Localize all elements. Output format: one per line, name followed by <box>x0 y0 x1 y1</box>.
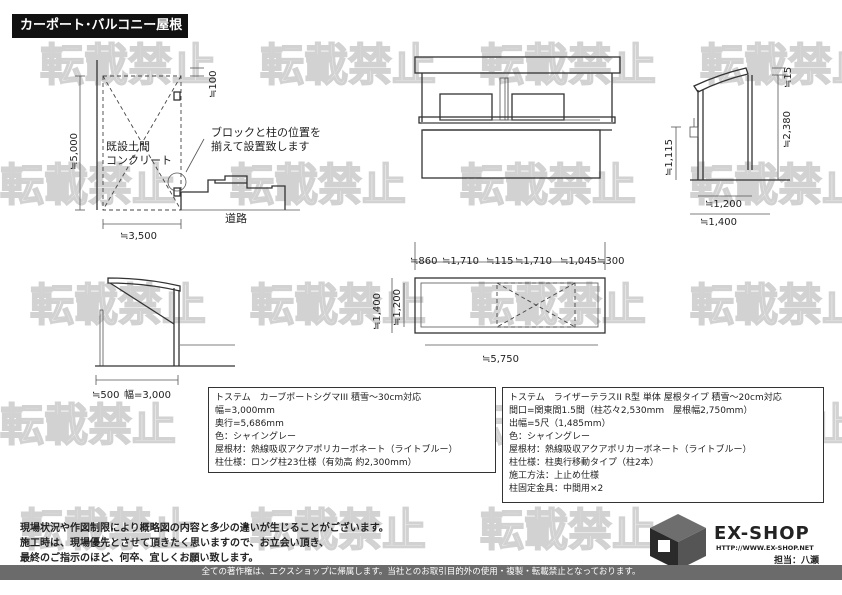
dim-top-5: ≒1,045 <box>560 256 597 267</box>
dim-1400-left: ≒1,400 <box>372 293 383 330</box>
width-3000: 幅=3,000 <box>124 388 171 401</box>
note-line-1: ブロックと柱の位置を <box>211 125 321 139</box>
dim-top-6: ≒300 <box>597 256 624 267</box>
dim-top-3: ≒115 <box>486 256 513 267</box>
spec2-line: 施工方法：上止め仕様 <box>509 471 600 481</box>
dim-top-2: ≒1,710 <box>442 256 479 267</box>
dim-top-4: ≒1,710 <box>515 256 552 267</box>
label-existing-2: コンクリート <box>106 154 172 167</box>
footer-copyright: 全ての著作権は、エクスショップに帰属します。当社とのお取引目的外の使用・複製・転… <box>0 565 842 580</box>
spec2-line: 柱仕様：柱奥行移動タイプ（柱2本） <box>509 458 659 468</box>
spec2-line: 柱固定金具：中間用×2 <box>509 484 604 494</box>
dim-5750: ≒5,750 <box>482 354 519 365</box>
carport-plan-drawing: ≒5,000 ≒3,500 ≒100 既設土間 コンクリート ブロックと柱の位置… <box>69 60 321 242</box>
spec1-line: 色：シャイングレー <box>215 432 297 442</box>
dim-1200: ≒1,200 <box>705 199 742 210</box>
note-line-2: 揃えて設置致します <box>211 139 309 153</box>
dim-1115: ≒1,115 <box>664 139 675 176</box>
spec2-line: 色：シャイングレー <box>509 432 591 442</box>
dim-1400: ≒1,400 <box>700 217 737 228</box>
dim-500: ≒500 <box>92 390 119 401</box>
spec-box-terrace: トステム ライザーテラスII R型 単体 屋根タイプ 積雪～20cm対応 間口=… <box>502 387 824 503</box>
label-existing-1: 既設土間 <box>106 139 150 153</box>
spec1-line: 柱仕様：ロング柱23仕様（有効高 約2,300mm） <box>215 458 417 468</box>
note-line: 現場状況や作図制限により概略図の内容と多少の違いが生じることがございます。 <box>20 523 389 534</box>
note-line: 施工時は、現場優先とさせて頂きたく思いますので、お立会い頂き、 <box>20 538 329 549</box>
spec1-line: 屋根材：熱線吸収アクアポリカーボネート（ライトブルー） <box>215 445 458 455</box>
dim-width: ≒3,500 <box>120 231 157 242</box>
logo-url: HTTP://WWW.EX-SHOP.NET <box>716 544 814 552</box>
spec1-line: トステム カーブポートシグマIII 積雪～30cm対応 <box>215 393 422 403</box>
notes: 現場状況や作図制限により概略図の内容と多少の違いが生じることがございます。 施工… <box>20 521 389 566</box>
dim-top: ≒100 <box>208 71 219 98</box>
staff-label: 担当：八瀬 <box>774 556 820 566</box>
road-label: 道路 <box>225 211 247 225</box>
carport-elevation-drawing: ≒500 幅=3,000 <box>92 277 235 401</box>
spec2-line: トステム ライザーテラスII R型 単体 屋根タイプ 積雪～20cm対応 <box>509 393 782 403</box>
logo-cube-icon <box>650 514 706 570</box>
spec1-line: 奥行=5,686mm <box>215 419 284 429</box>
spec2-line: 出幅=5尺（1,485mm） <box>509 419 611 429</box>
dim-height: ≒5,000 <box>69 133 80 170</box>
spec2-line: 間口=関東間1.5間（柱芯々2,530mm 屋根幅2,750mm） <box>509 406 753 416</box>
balcony-front-drawing <box>414 56 621 179</box>
dim-15: ≒15 <box>783 67 794 88</box>
balcony-plan-drawing: ≒5,750 ≒1,400 ≒1,200 ≒860 ≒1,710 ≒115 ≒1… <box>372 242 624 365</box>
logo-name: EX-SHOP <box>714 523 810 544</box>
spec1-line: 幅=3,000mm <box>215 406 275 416</box>
spec-box-carport: トステム カーブポートシグマIII 積雪～30cm対応 幅=3,000mm 奥行… <box>208 387 496 473</box>
dim-top-1: ≒860 <box>410 256 437 267</box>
dim-1200-left: ≒1,200 <box>392 289 403 326</box>
balcony-side-drawing: ≒15 ≒2,380 ≒1,115 ≒1,200 ≒1,400 <box>664 67 794 228</box>
dim-2380: ≒2,380 <box>782 111 793 148</box>
page-title: カーポート･バルコニー屋根 <box>12 14 188 38</box>
spec2-line: 屋根材：熱線吸収アクアポリカーボネート（ライトブルー） <box>509 445 752 455</box>
note-line: 最終のご指示のほど、何卒、宜しくお願い致します。 <box>20 553 259 564</box>
